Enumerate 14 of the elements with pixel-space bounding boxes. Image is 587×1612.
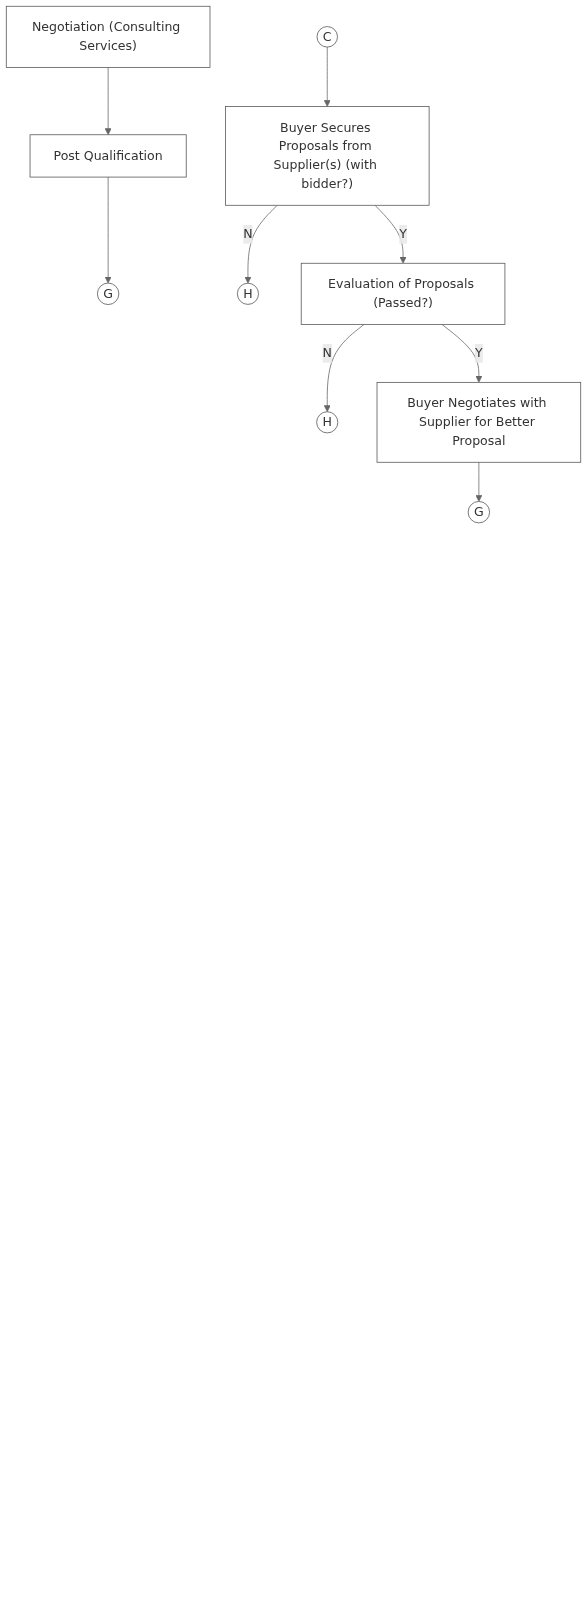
node-box: Evaluation of Proposals (Passed?) [300, 262, 506, 325]
node-circle: H [236, 282, 259, 305]
node-circle: G [97, 282, 120, 305]
node-circle: G [467, 501, 490, 524]
node-box: Negotiation (Consulting Services) [5, 5, 211, 68]
node-box: Buyer Secures Proposals from Supplier(s) (with bidder?) [225, 106, 430, 206]
node-circle: C [316, 26, 338, 48]
edge-label: Y [475, 345, 483, 361]
edge-label: N [322, 345, 332, 361]
node-box: Buyer Negotiates with Supplier for Better Proposal [376, 381, 582, 463]
node-circle: H [316, 411, 339, 434]
node-box: Post Qualification [29, 134, 187, 178]
edge-label: N [243, 226, 253, 242]
edge-label: Y [399, 226, 407, 242]
